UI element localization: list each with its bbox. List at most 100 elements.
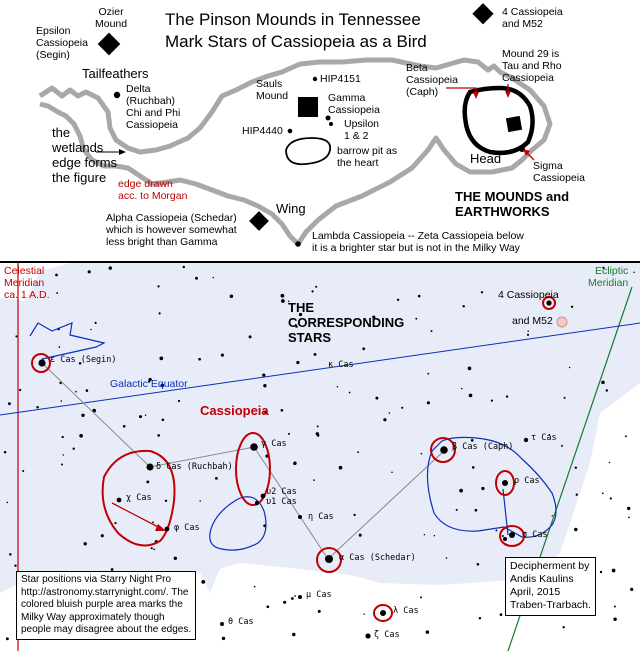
background-star (292, 632, 296, 637)
background-star (526, 333, 530, 336)
background-star (627, 506, 631, 511)
label-sigma: Sigma Cassiopeia (533, 160, 585, 185)
background-star (358, 533, 362, 537)
label-ecliptic-meridian: Ecliptic Meridian (588, 265, 629, 290)
background-star (468, 393, 473, 398)
background-star (605, 389, 609, 392)
m52-marker (556, 316, 568, 328)
label-eps-cas: ε Cas (Segin) (50, 355, 117, 365)
label-wetlands: the wetlands edge forms the figure (52, 125, 118, 185)
sauls-mound-square (298, 97, 318, 117)
background-star (161, 418, 165, 422)
label-galactic-equator: Galactic Equator (110, 378, 188, 390)
galactic-equator-line (0, 322, 640, 416)
background-star (574, 466, 578, 469)
background-star (551, 514, 554, 517)
background-star (263, 384, 267, 388)
label-hip4151: HIP4151 (320, 73, 361, 85)
background-star (81, 413, 85, 417)
background-star (157, 434, 161, 437)
background-star (427, 372, 430, 375)
label-alpha: Alpha Cassiopeia (Schedar) which is howe… (106, 212, 237, 249)
star-chart-panel: Celestial Meridian ca. 1 A.D. Ecliptic M… (0, 263, 640, 651)
background-star (212, 276, 215, 279)
background-star (462, 304, 465, 308)
background-star (152, 521, 154, 524)
background-star (362, 347, 366, 351)
background-star (215, 477, 218, 480)
four-cas-ring (542, 296, 556, 310)
background-star (467, 366, 472, 371)
background-star (144, 414, 147, 416)
star-chart-drawing (0, 263, 640, 651)
gamma-ring (235, 432, 271, 506)
hip4151-dot (312, 76, 318, 82)
sigma-ring (499, 525, 525, 547)
label-bet-cas: β Cas (Caph) (452, 442, 514, 452)
background-star (72, 447, 75, 450)
background-star (78, 362, 82, 365)
background-star (505, 395, 509, 398)
background-star (423, 533, 426, 536)
background-star (357, 451, 360, 454)
tail-blue-outline (29, 322, 106, 360)
label-chi-cas: χ Cas (126, 493, 152, 503)
background-star (58, 346, 61, 348)
background-star (563, 396, 566, 399)
background-star (160, 383, 165, 388)
label-beta: Beta Cassiopeia (Caph) (406, 62, 458, 99)
background-star (265, 454, 269, 458)
background-star (138, 415, 143, 419)
background-star (601, 380, 605, 385)
background-star (548, 433, 551, 436)
background-star (430, 330, 433, 333)
background-star (575, 493, 578, 496)
label-phi-cas: φ Cas (174, 523, 200, 533)
background-star (609, 497, 612, 500)
background-star (287, 432, 291, 435)
upsilon-dot (329, 122, 333, 126)
background-star (22, 469, 25, 473)
background-star (388, 412, 391, 414)
background-star (425, 630, 430, 634)
delta-mound-dot (113, 91, 121, 99)
background-star (36, 405, 39, 409)
background-star (383, 418, 387, 422)
background-star (624, 435, 627, 438)
background-star (7, 402, 11, 406)
map-title-line-1: The Pinson Mounds in Tennessee (165, 10, 421, 29)
label-m52: and M52 (512, 315, 553, 327)
background-star (59, 381, 62, 385)
label-lambda: Lambda Cassiopeia -- Zeta Cassiopeia bel… (312, 230, 524, 255)
background-star (296, 360, 300, 365)
background-star (420, 596, 422, 599)
background-star (173, 556, 178, 561)
background-star (391, 471, 393, 474)
background-star (433, 534, 436, 537)
background-star (14, 564, 17, 567)
background-star (490, 399, 494, 402)
label-morgan: edge drawn acc. to Morgan (118, 178, 188, 203)
delta-ring (101, 449, 176, 547)
label-mu-cas: μ Cas (306, 590, 332, 600)
background-star (182, 265, 186, 269)
background-star (262, 373, 266, 377)
rho-ring (495, 470, 515, 496)
background-star (221, 636, 226, 641)
label-4-cas-mound: 4 Cassiopeia and M52 (502, 6, 563, 31)
background-star (602, 266, 605, 269)
background-star (396, 298, 400, 301)
background-star (353, 513, 356, 517)
label-the-cas: θ Cas (228, 617, 254, 627)
barrow-pit-heart (285, 137, 332, 166)
background-star (110, 568, 114, 571)
hip4440-dot (287, 128, 293, 134)
background-star (85, 389, 89, 392)
background-star (229, 294, 234, 299)
lambda-ring (373, 604, 393, 622)
background-star (628, 516, 630, 519)
background-star (471, 466, 475, 469)
background-star (108, 266, 113, 270)
label-sig-cas: σ Cas (522, 530, 548, 540)
background-star (426, 401, 430, 405)
